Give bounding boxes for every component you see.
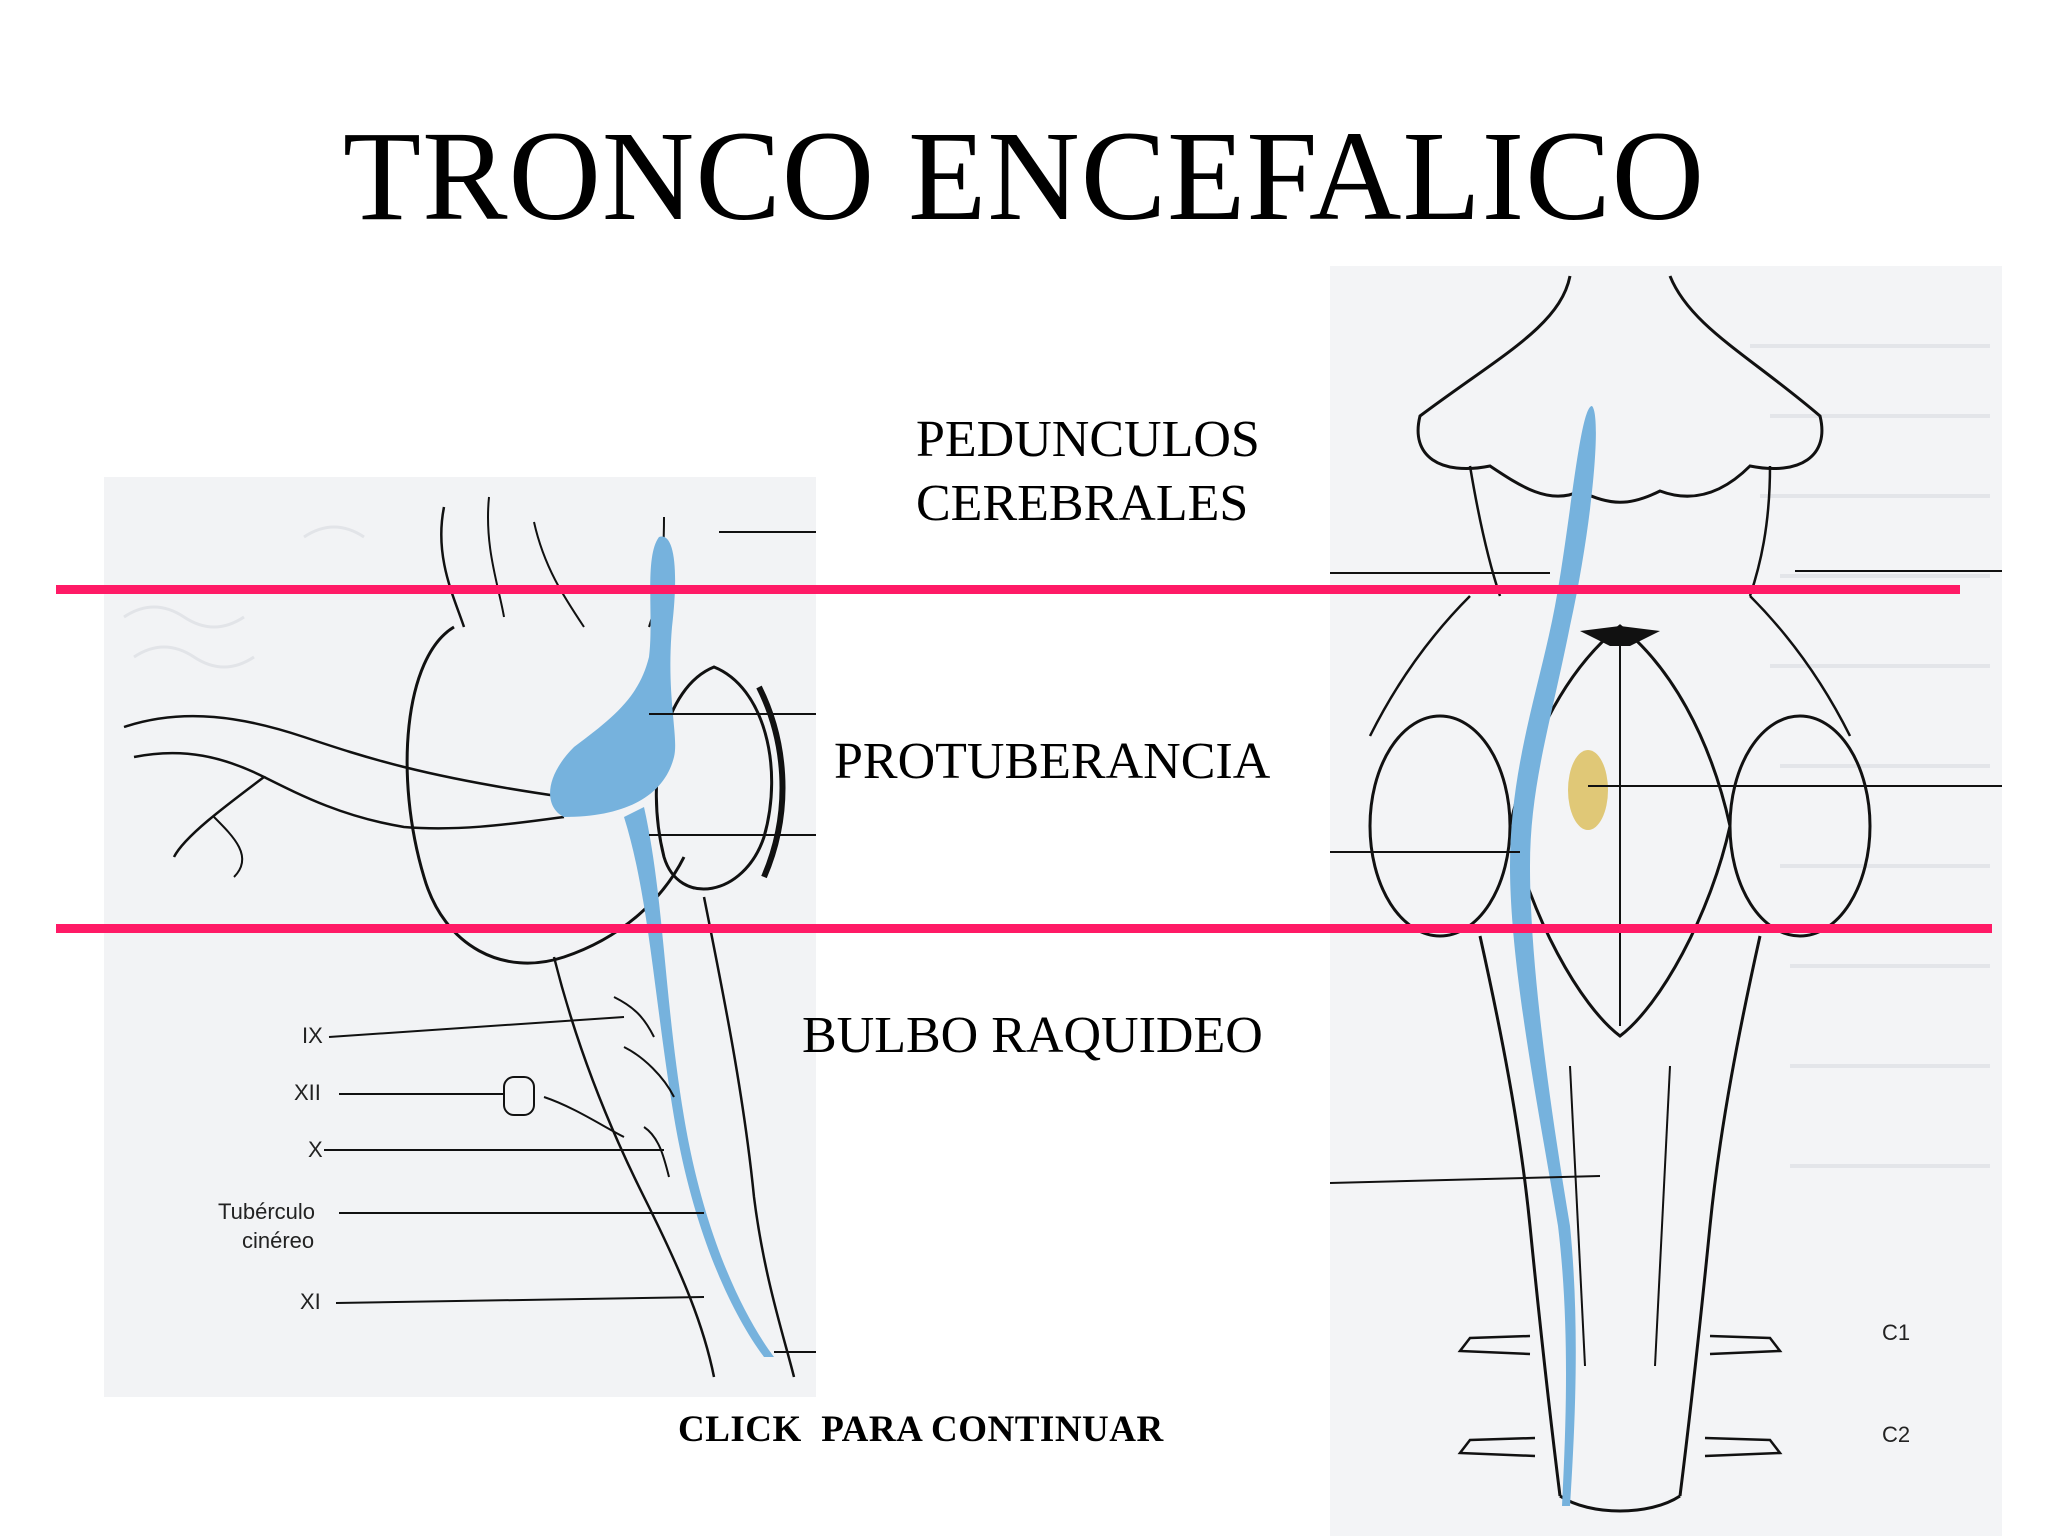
cinereo-label: cinéreo <box>242 1228 314 1253</box>
nerve-x-label: X <box>308 1137 323 1162</box>
lateral-brainstem-figure: IX XII X Tubérculo cinéreo XI <box>104 477 816 1397</box>
nerve-xi-label: XI <box>300 1289 321 1314</box>
c2-label: C2 <box>1882 1422 1910 1447</box>
tuberculo-label: Tubérculo <box>218 1199 315 1224</box>
bulbo-raquideo-label: BULBO RAQUIDEO <box>802 1007 1263 1064</box>
slide-title: TRONCO ENCEFALICO <box>342 105 1706 247</box>
dorsal-brainstem-figure: C1 C2 <box>1330 266 2002 1536</box>
continue-button[interactable]: CLICK PARA CONTINUAR <box>678 1409 1164 1450</box>
pedunculos-line1: PEDUNCULOS <box>916 411 1260 468</box>
upper-level-divider <box>56 585 1960 594</box>
pedunculos-line2: CEREBRALES <box>916 475 1249 532</box>
dorsal-brainstem-drawing: C1 C2 <box>1330 266 2002 1536</box>
c1-label: C1 <box>1882 1320 1910 1345</box>
nerve-xii-label: XII <box>294 1080 321 1105</box>
pedunculos-cerebrales-label: PEDUNCULOS CEREBRALES <box>916 408 1260 536</box>
protuberancia-label: PROTUBERANCIA <box>834 733 1271 790</box>
nerve-ix-label: IX <box>302 1023 323 1048</box>
lower-level-divider <box>56 924 1992 933</box>
lateral-brainstem-drawing: IX XII X Tubérculo cinéreo XI <box>104 477 816 1397</box>
